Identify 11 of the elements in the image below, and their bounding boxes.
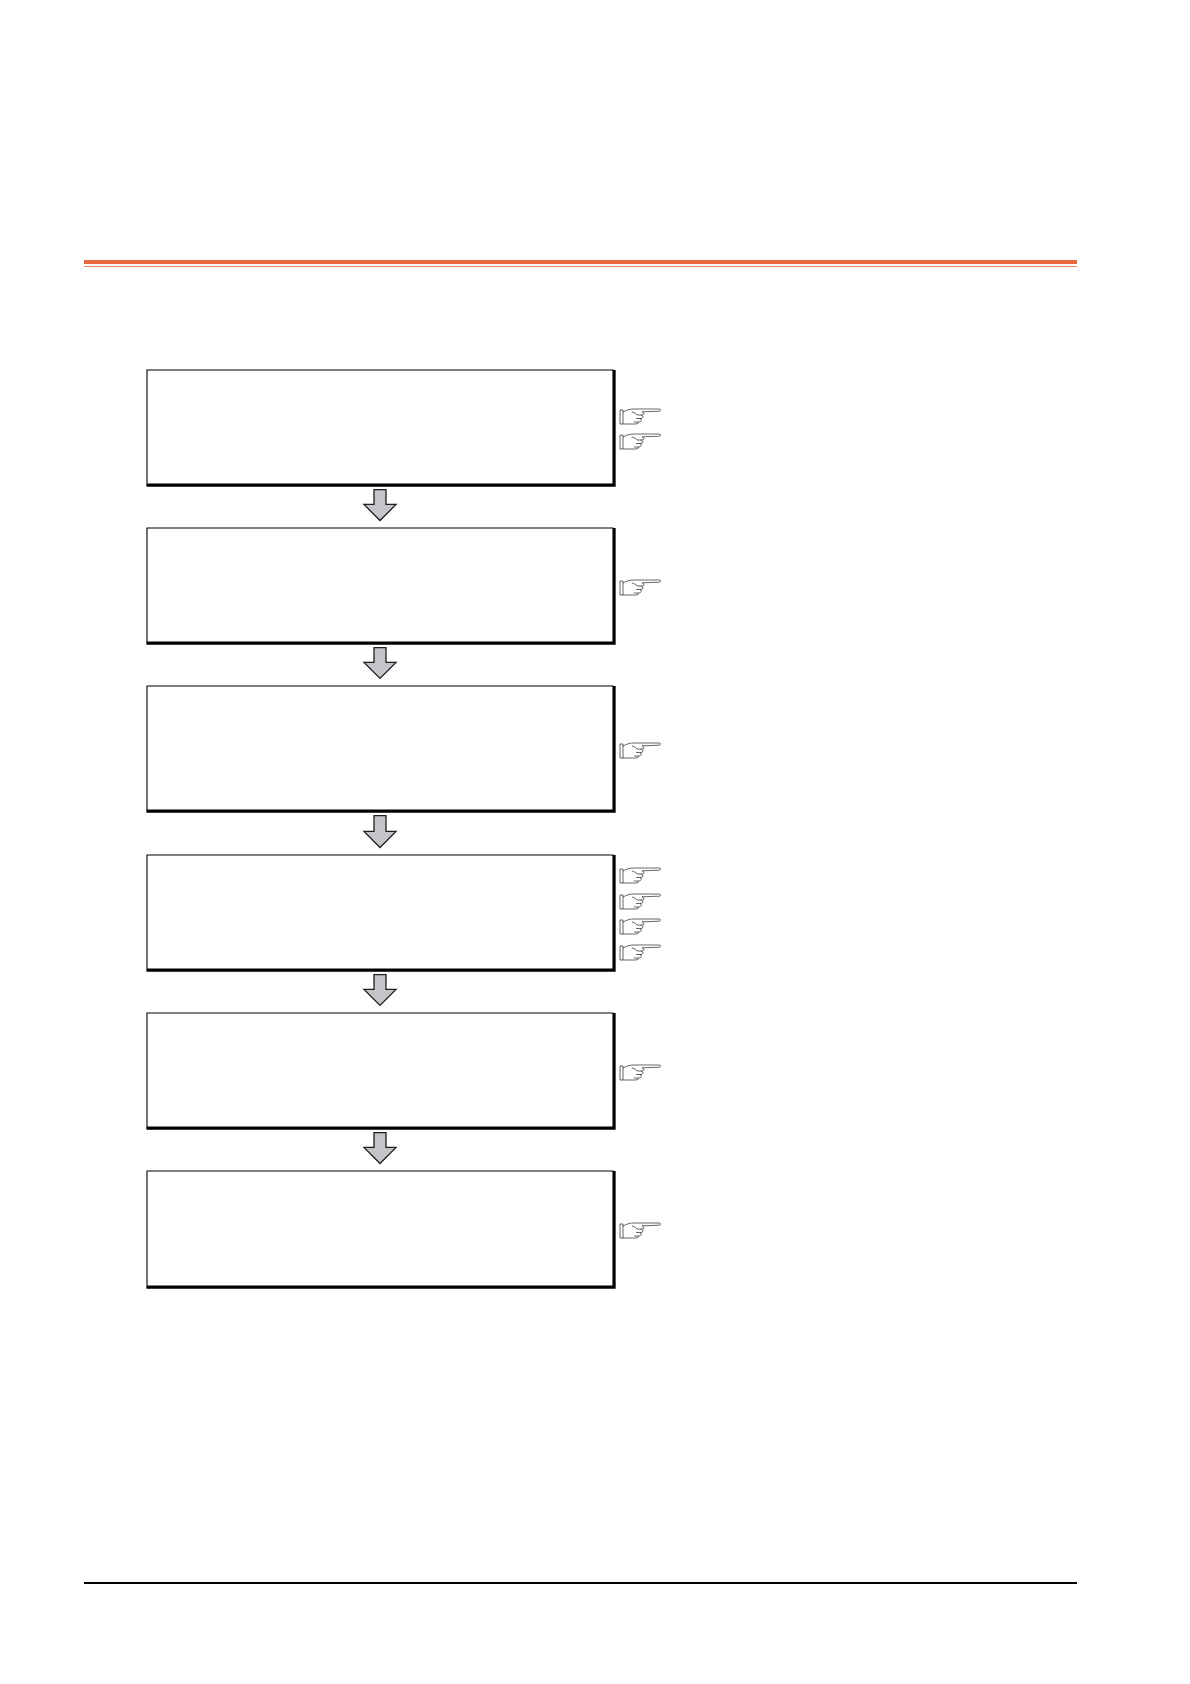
process-box — [146, 685, 616, 813]
arrow — [362, 488, 398, 522]
process-box — [146, 1012, 616, 1130]
arrow — [362, 814, 398, 849]
arrow — [362, 973, 398, 1007]
process-box — [146, 1170, 616, 1289]
process-box — [146, 527, 616, 645]
process-box — [146, 369, 616, 487]
arrow — [362, 1131, 398, 1165]
arrow — [362, 646, 398, 680]
process-box — [146, 854, 616, 972]
